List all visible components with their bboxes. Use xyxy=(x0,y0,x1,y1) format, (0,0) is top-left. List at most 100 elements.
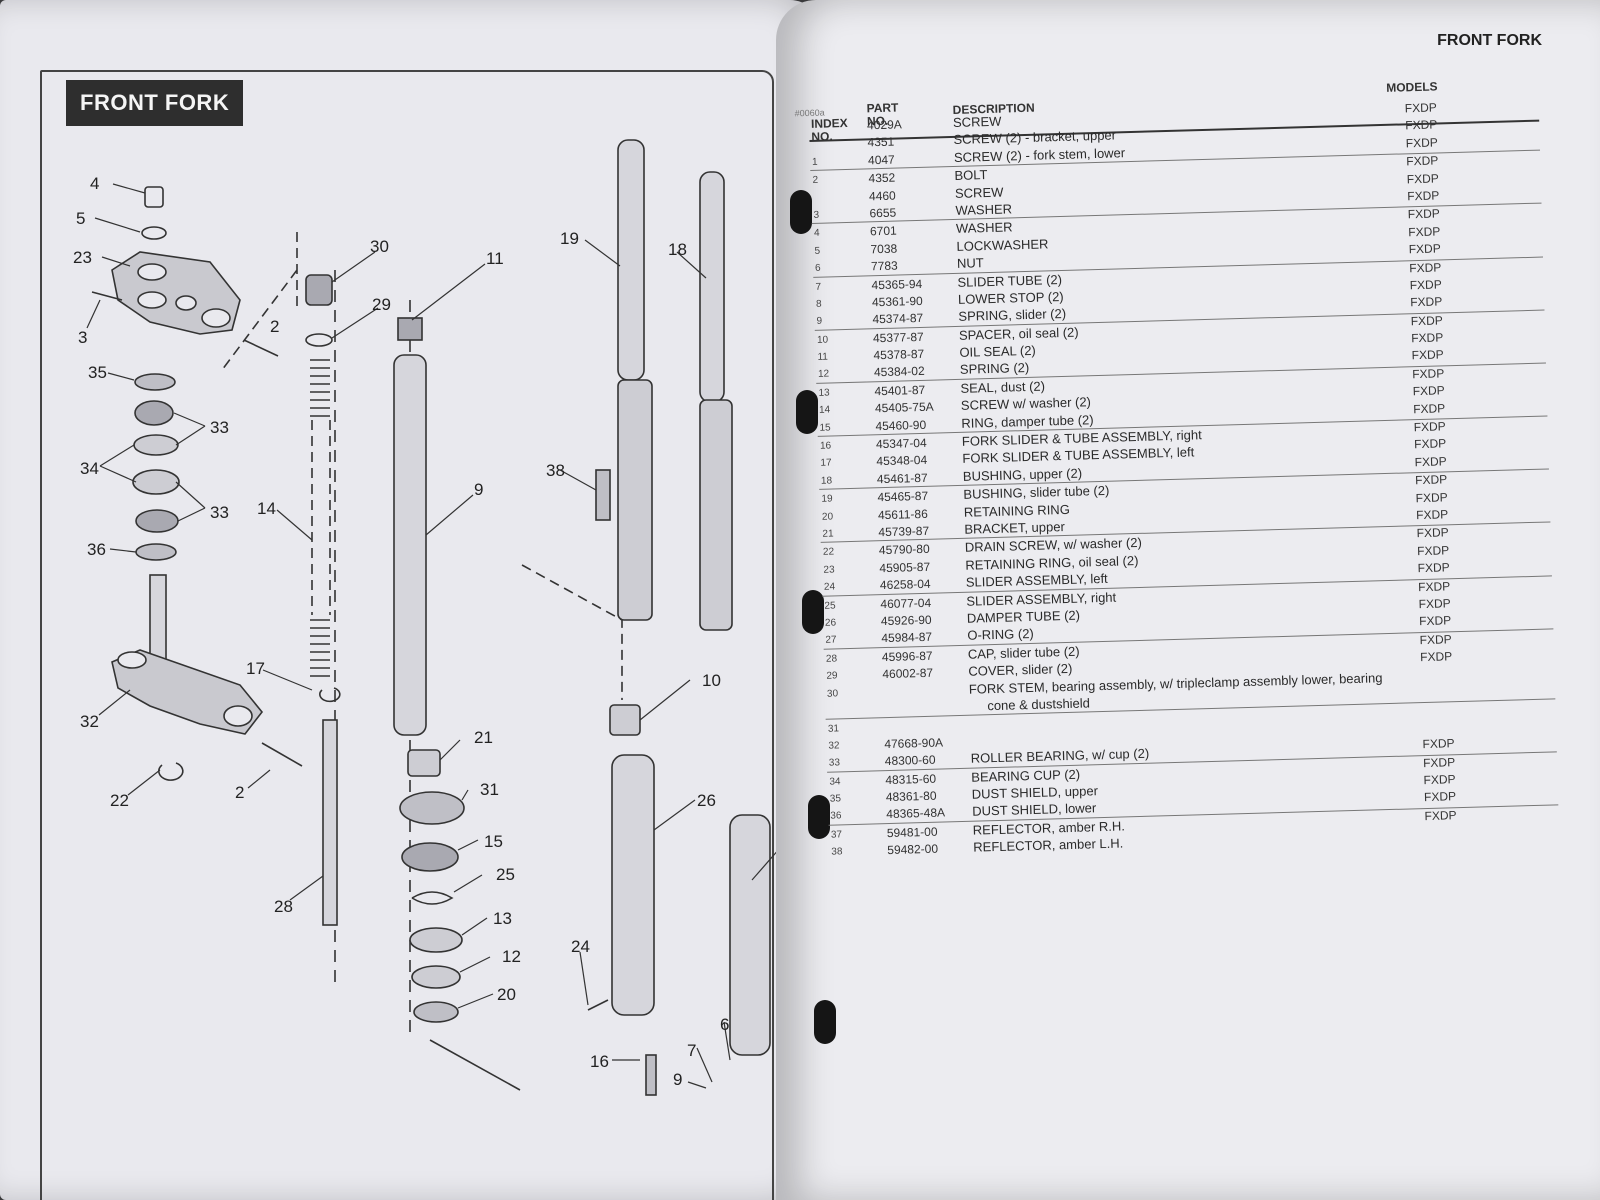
cell-index: 32 xyxy=(828,740,840,752)
callout-label: 24 xyxy=(571,937,590,956)
cell-index: 7 xyxy=(815,281,822,293)
cell-index: 19 xyxy=(821,493,833,505)
cell-description: BEARING CUP (2) xyxy=(971,766,1081,785)
binder-hole xyxy=(808,795,830,839)
cell-model: FXDP xyxy=(1412,366,1445,382)
cell-part: 48365-48A xyxy=(886,805,946,822)
cell-model: FXDP xyxy=(1423,772,1456,788)
washer-part xyxy=(141,226,167,240)
callout-label: 4 xyxy=(90,174,99,193)
slider-tube-part xyxy=(393,354,427,736)
cell-index: 25 xyxy=(824,599,836,612)
cell-part: 45611-86 xyxy=(877,506,928,522)
callout-label: 3 xyxy=(78,328,87,347)
callout-label: 5 xyxy=(76,209,85,228)
cell-model: FXDP xyxy=(1409,259,1442,275)
cell-part: 46258-04 xyxy=(879,576,931,593)
cell-index: 21 xyxy=(822,528,834,540)
binder-hole xyxy=(796,390,818,434)
cell-model: FXDP xyxy=(1416,543,1450,558)
cell-model: FXDP xyxy=(1419,631,1452,647)
callout-label: 7 xyxy=(687,1041,696,1060)
cell-model: FXDP xyxy=(1408,224,1441,240)
cell-index: 9 xyxy=(816,315,823,328)
cell-part: 4047 xyxy=(867,152,895,168)
callout-label: 2 xyxy=(270,317,279,336)
cell-description: O-RING (2) xyxy=(967,626,1034,644)
cell-index: 31 xyxy=(827,722,840,735)
cell-part: 45361-90 xyxy=(871,293,923,310)
cell-part: 45461-87 xyxy=(876,470,928,487)
cell-index: 27 xyxy=(825,634,837,647)
running-head: FRONT FORK xyxy=(1437,32,1542,49)
cell-part: 45405-75A xyxy=(874,399,934,416)
callout-label: 21 xyxy=(474,728,493,747)
page-title: FRONT FORK xyxy=(66,80,244,126)
screw-part xyxy=(144,186,164,208)
cell-index: 38 xyxy=(831,846,843,858)
cell-index: 4 xyxy=(813,228,820,240)
callout-label: 2 xyxy=(235,783,244,802)
callout-label: 34 xyxy=(80,459,99,478)
cell-model: FXDP xyxy=(1411,330,1444,346)
cell-model: FXDP xyxy=(1424,808,1457,823)
cell-model: FXDP xyxy=(1416,525,1449,541)
cell-description: RETAINING RING xyxy=(963,501,1071,520)
cell-model: FXDP xyxy=(1407,206,1440,222)
cell-part: 45460-90 xyxy=(875,417,927,433)
cell-part: 45996-87 xyxy=(881,648,933,664)
callout-label: 6 xyxy=(720,1015,729,1034)
cell-part: 45384-02 xyxy=(873,364,925,380)
cell-part: 45984-87 xyxy=(881,630,933,646)
cell-model: FXDP xyxy=(1409,277,1442,293)
cell-part: 45348-04 xyxy=(876,453,928,469)
cell-index: 5 xyxy=(814,245,821,257)
cell-part: 45905-87 xyxy=(879,559,931,575)
cell-index: 24 xyxy=(823,581,836,593)
cell-index: 6 xyxy=(814,262,821,274)
cell-part: 4351 xyxy=(867,135,895,150)
cell-description: RING, damper tube (2) xyxy=(961,411,1094,431)
callout-label: 26 xyxy=(697,791,716,810)
cell-description: REFLECTOR, amber L.H. xyxy=(973,835,1124,855)
exploded-parts-diagram: 4 5 23 3 2 30 29 11 19 18 35 33 34 33 36… xyxy=(73,139,820,1096)
callout-label: 31 xyxy=(480,780,499,799)
callout-label: 33 xyxy=(210,418,229,437)
cell-index: 35 xyxy=(829,793,842,805)
callout-label: 20 xyxy=(497,985,516,1004)
cell-part: 6655 xyxy=(869,205,897,221)
cell-model: FXDP xyxy=(1410,313,1443,328)
cell-model: FXDP xyxy=(1418,596,1451,612)
cell-model: FXDP xyxy=(1417,578,1451,594)
cell-part: 45739-87 xyxy=(878,523,930,540)
diagram-frame xyxy=(40,70,774,1200)
cell-model: FXDP xyxy=(1419,649,1453,665)
callout-label: 32 xyxy=(80,712,99,731)
cell-index: 34 xyxy=(829,776,841,788)
cell-index: 8 xyxy=(815,298,822,310)
cell-model: FXDP xyxy=(1405,135,1438,151)
cell-index: 17 xyxy=(820,457,832,470)
cell-model: FXDP xyxy=(1414,454,1447,470)
cell-index: 10 xyxy=(816,334,829,346)
callout-label: 33 xyxy=(210,503,229,522)
cell-index: 13 xyxy=(818,387,830,399)
cell-part: 45365-94 xyxy=(871,276,923,292)
cell-model: FXDP xyxy=(1415,507,1449,523)
cell-index: 29 xyxy=(826,670,838,682)
cell-part: 48361-80 xyxy=(885,788,937,805)
cell-index: 16 xyxy=(819,440,832,452)
cell-description2: cone & dustshield xyxy=(987,694,1091,713)
cell-model: FXDP xyxy=(1405,117,1438,133)
cell-model: FXDP xyxy=(1423,789,1457,805)
cell-index: 22 xyxy=(822,546,835,559)
cell-model: FXDP xyxy=(1408,241,1441,257)
cell-part: 7038 xyxy=(870,241,898,257)
cell-index: 2 xyxy=(812,174,819,187)
cell-description: DUST SHIELD, upper xyxy=(971,783,1099,802)
cell-model: FXDP xyxy=(1404,100,1437,116)
cell-description: SPRING (2) xyxy=(959,360,1030,378)
binder-hole xyxy=(802,590,824,634)
cell-description: COVER, slider (2) xyxy=(968,660,1073,679)
